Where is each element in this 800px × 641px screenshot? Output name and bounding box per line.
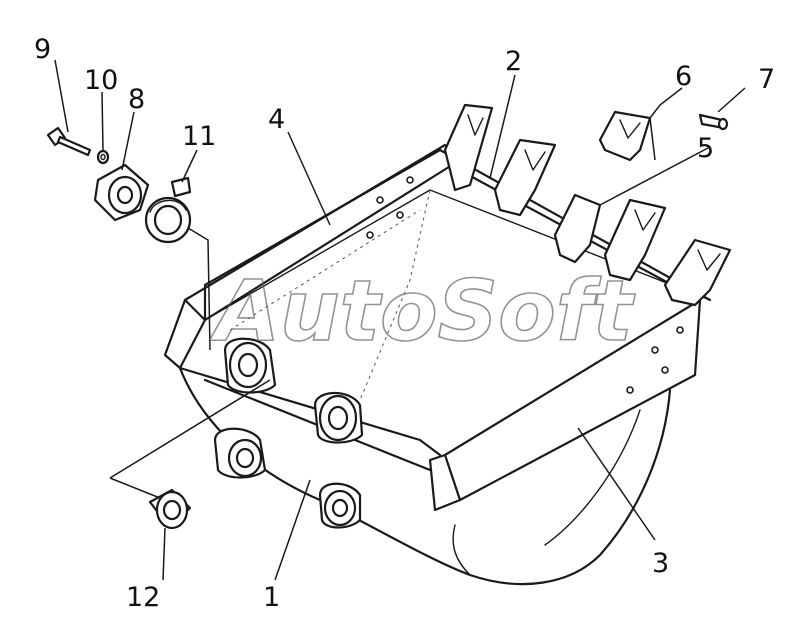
callout-12: 12 [126, 582, 160, 613]
callout-2: 2 [505, 46, 522, 77]
bucket-teeth [443, 103, 732, 307]
callout-3: 3 [652, 548, 669, 579]
callout-10: 10 [84, 65, 118, 96]
callout-labels: 9 10 8 11 4 2 6 7 5 3 12 1 [34, 34, 775, 613]
retaining-nut [93, 163, 150, 222]
callout-8: 8 [128, 84, 145, 115]
callout-4: 4 [268, 104, 285, 135]
callout-5: 5 [697, 133, 714, 164]
mounting-bracket [213, 337, 364, 529]
callout-11: 11 [182, 121, 216, 152]
callout-7: 7 [758, 64, 775, 95]
leader-lines [54, 59, 746, 581]
watermark-text: AutoSoft [209, 262, 635, 360]
flange-bushing [148, 488, 192, 530]
split-bushing [144, 176, 192, 244]
washer [96, 149, 110, 165]
callout-6: 6 [675, 61, 692, 92]
bolt [46, 126, 92, 157]
tooth-pin [698, 113, 729, 131]
callout-1: 1 [263, 582, 280, 613]
callout-9: 9 [34, 34, 51, 65]
bucket-body [163, 143, 712, 586]
tooth-tip [598, 110, 652, 162]
